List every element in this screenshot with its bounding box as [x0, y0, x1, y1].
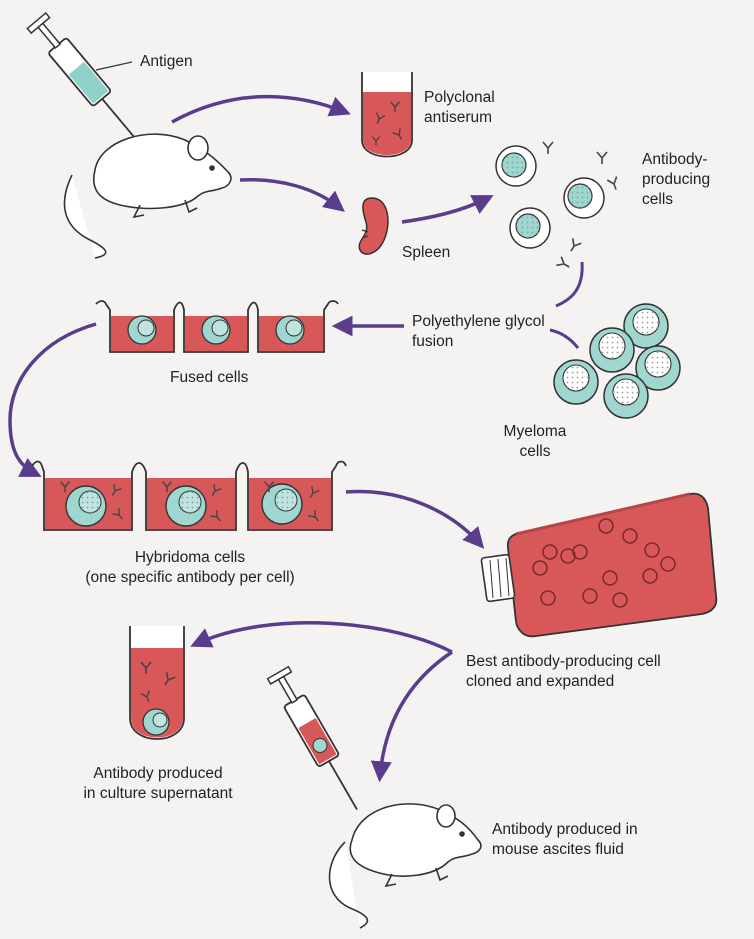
fused-cells-label: Fused cells	[170, 369, 249, 386]
best-clone-label: Best antibody-producing cell cloned and …	[466, 653, 661, 690]
mouse-ascites-icon	[328, 803, 482, 929]
antigen-syringe-icon	[26, 11, 141, 144]
polyclonal-antiserum-tube-icon	[361, 72, 413, 158]
arrow-to-antibody-cells	[401, 195, 494, 224]
arrow-cells-to-fusion	[555, 261, 584, 308]
antigen-leader-line	[95, 61, 133, 71]
culture-supernatant-label: Antibody produced in culture supernatant	[83, 765, 233, 802]
spleen-label: Spleen	[402, 244, 451, 261]
arrow-to-antiserum	[171, 94, 351, 124]
antibody-producing-cells-icon	[495, 141, 622, 273]
fused-cells-wells-icon	[95, 300, 339, 353]
peg-fusion-label: Polyethylene glycol fusion	[412, 313, 545, 350]
myeloma-cells-icon	[553, 303, 681, 419]
spleen-icon	[358, 197, 389, 255]
arrow-fused-to-hybridoma	[8, 322, 97, 477]
arrow-hybridoma-to-flask	[345, 489, 485, 549]
arrow-to-spleen	[239, 178, 345, 212]
culture-supernatant-tube-icon	[129, 626, 185, 740]
arrow-to-culture-tube	[190, 621, 453, 654]
antibody-producing-cells-label: Antibody- producing cells	[642, 151, 711, 208]
myeloma-cells-label: Myeloma cells	[503, 423, 567, 460]
arrow-myeloma-to-fusion	[549, 328, 580, 349]
polyclonal-antiserum-label: Polyclonal antiserum	[424, 89, 495, 126]
hybridoma-wells-icon	[31, 460, 347, 531]
mouse-icon	[63, 133, 232, 259]
antigen-label: Antigen	[140, 53, 193, 70]
culture-flask-icon	[480, 492, 718, 638]
hybridoma-cells-label: Hybridoma cells (one specific antibody p…	[85, 549, 295, 586]
arrow-to-mouse	[370, 650, 453, 783]
injection-syringe-icon	[266, 665, 358, 810]
mouse-ascites-label: Antibody produced in mouse ascites fluid	[492, 821, 638, 858]
